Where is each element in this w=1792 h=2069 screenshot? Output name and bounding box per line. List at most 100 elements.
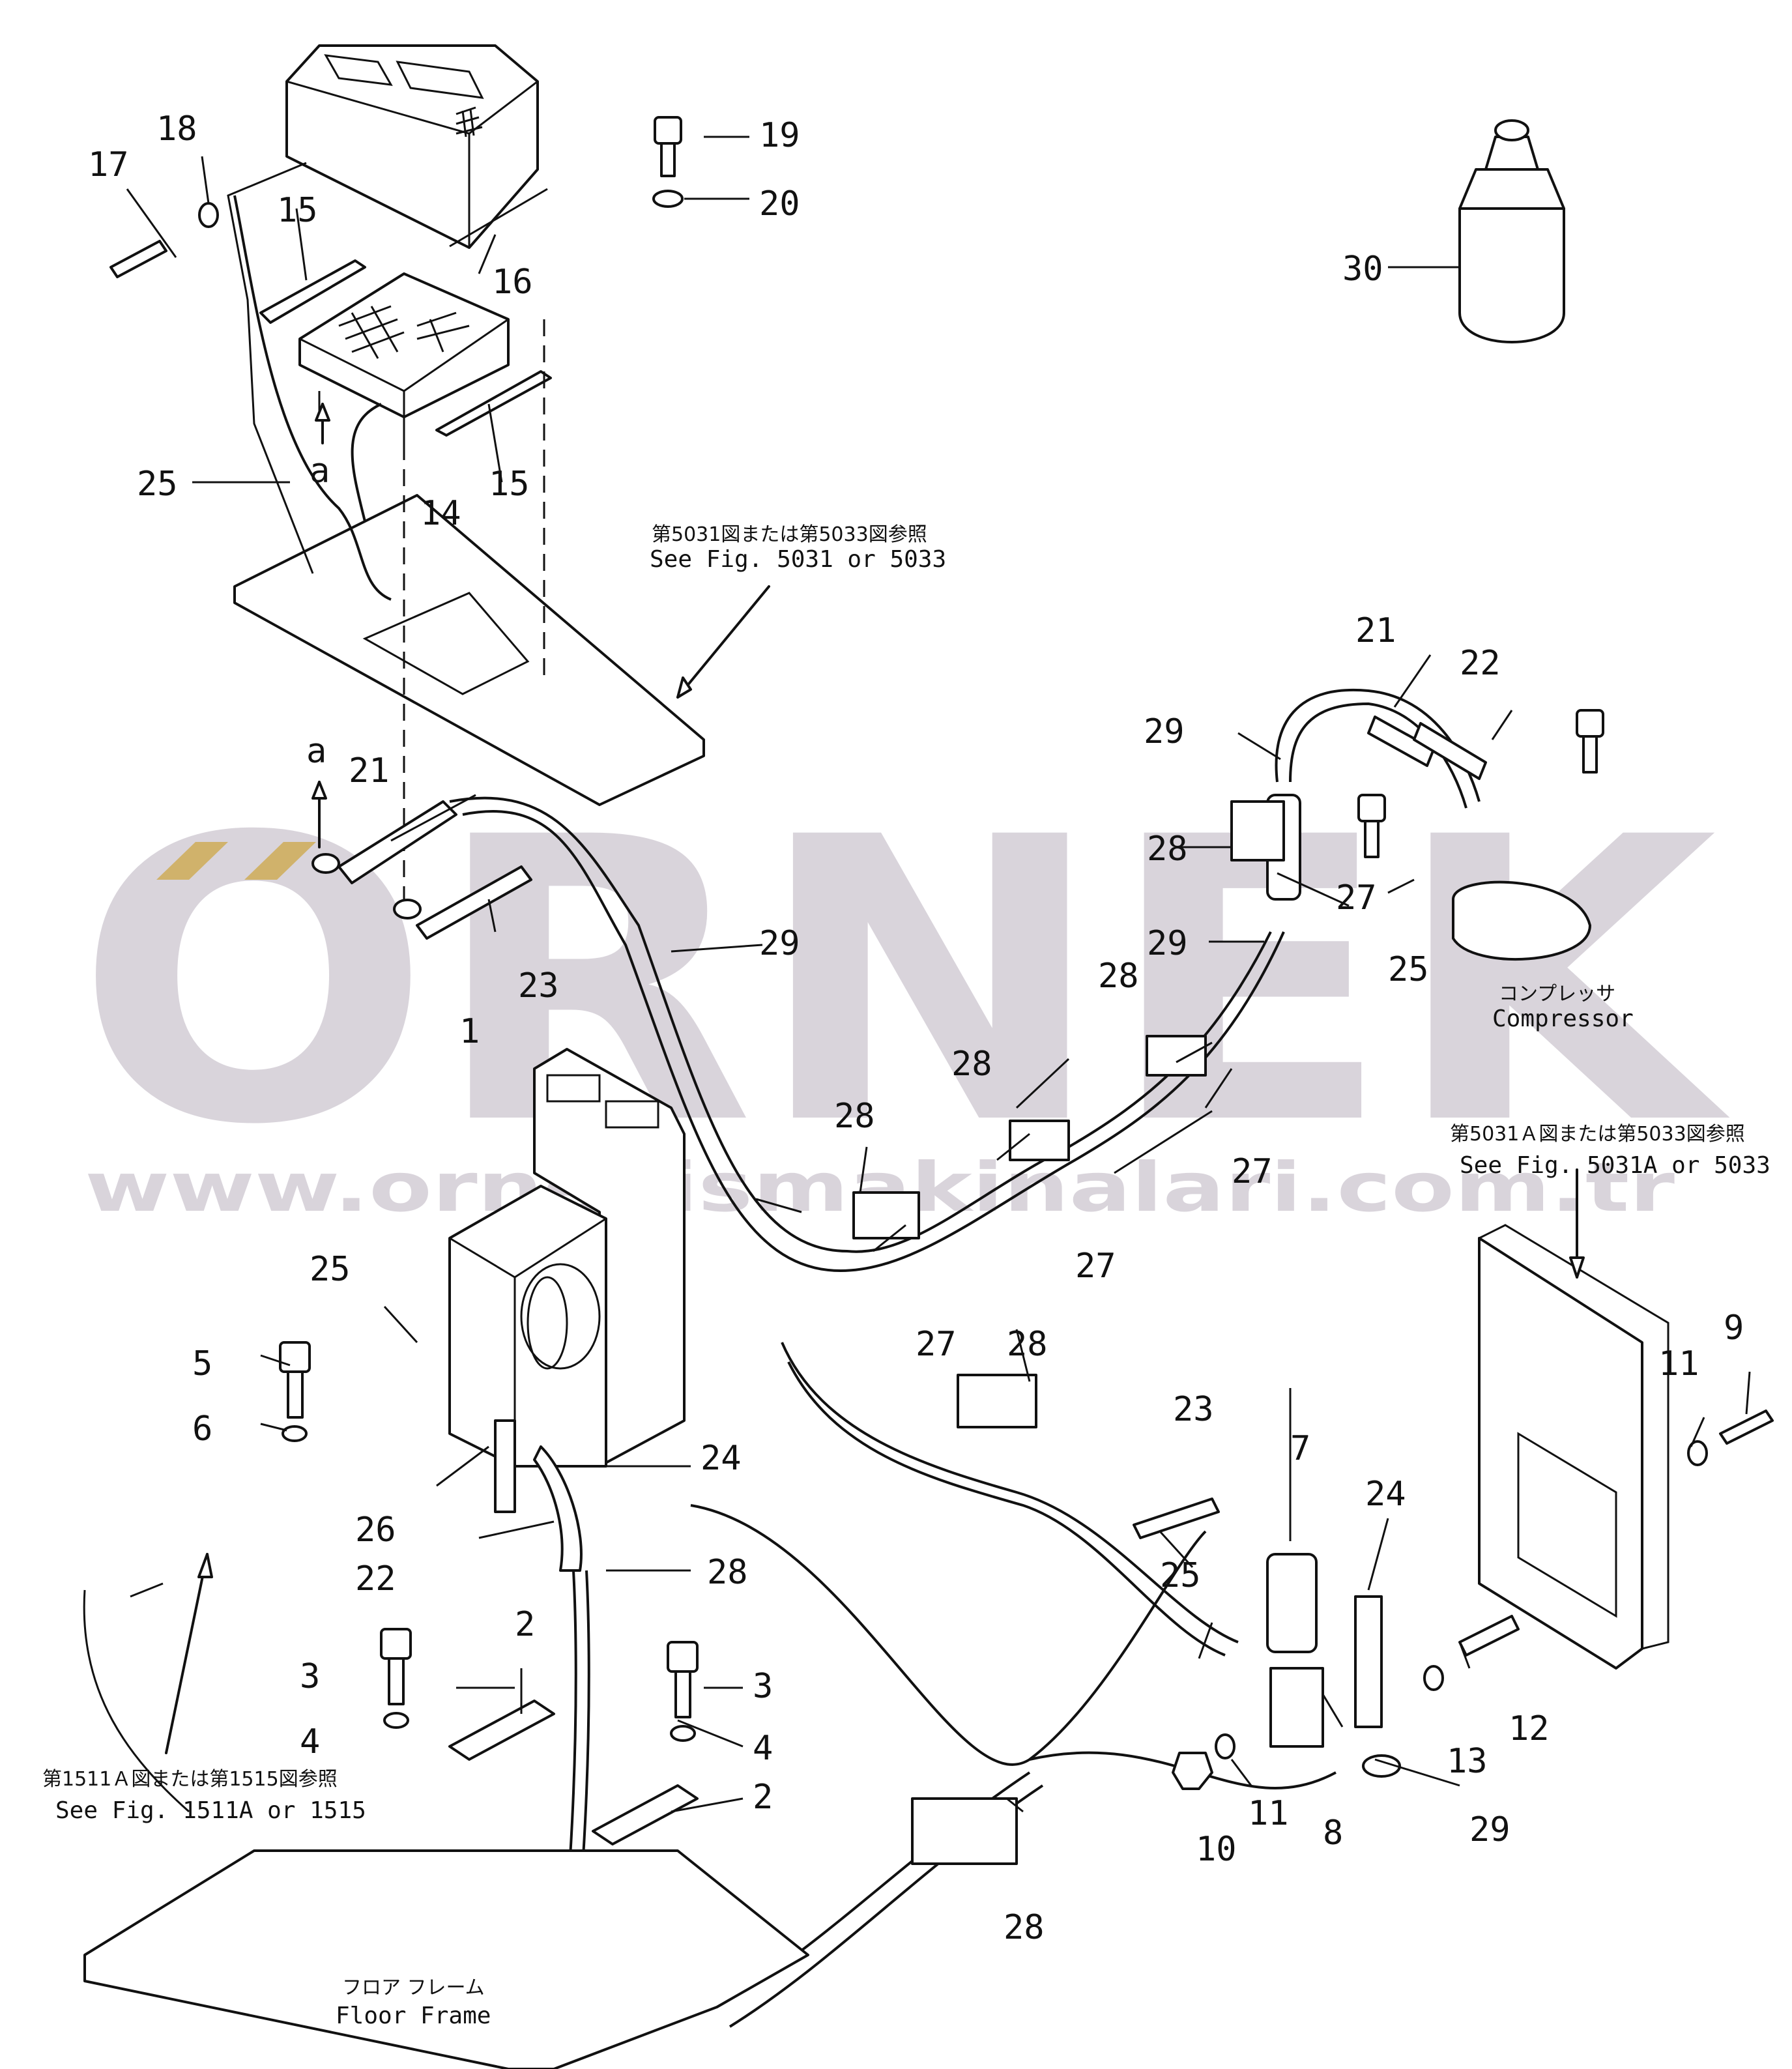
note-floor-frame-en: Floor Frame — [336, 2003, 491, 2029]
seal-15-left — [259, 259, 366, 324]
washer-6 — [282, 1425, 308, 1442]
callout-13: 13 — [1447, 1742, 1488, 1781]
watermark: ORNEK www.ornekismakinalari.com.tr — [75, 755, 1733, 1227]
callout-27: 27 — [1336, 878, 1377, 918]
callout-27: 27 — [1075, 1247, 1116, 1286]
callout-15: 15 — [489, 465, 530, 504]
note-compressor-en: Compressor — [1492, 1006, 1634, 1032]
callouts: 1 2 2 3 3 4 4 5 6 7 8 9 10 11 11 12 13 1… — [88, 109, 1744, 1947]
callout-16: 16 — [492, 263, 533, 302]
bracket-2-right — [592, 1784, 699, 1845]
hose-24-right — [1354, 1595, 1383, 1728]
callout-27: 27 — [916, 1325, 957, 1364]
leader-lines — [126, 136, 1751, 1813]
clamp-29 — [1362, 1754, 1401, 1778]
callout-28: 28 — [1147, 830, 1188, 869]
sleeve-28c — [1146, 1035, 1207, 1077]
callout-22: 22 — [1460, 644, 1501, 683]
callout-10: 10 — [1196, 1830, 1237, 1869]
callout-19: 19 — [759, 116, 800, 155]
bolt-19 — [654, 116, 682, 145]
sleeve-28e — [957, 1374, 1037, 1428]
callout-4: 4 — [300, 1722, 320, 1761]
callout-23: 23 — [518, 966, 559, 1006]
drier-7 — [1266, 1553, 1318, 1653]
callout-25: 25 — [1388, 950, 1429, 989]
callout-26: 26 — [355, 1511, 396, 1550]
ac-unit-1 — [448, 1048, 686, 1572]
callout-29: 29 — [759, 924, 800, 963]
note-floor-frame-jp: フロア フレーム — [342, 1976, 485, 1999]
callout-29: 29 — [1469, 1810, 1510, 1849]
washer-11-lower — [1215, 1733, 1236, 1759]
bolt-5 — [279, 1341, 311, 1373]
sleeve-28f — [911, 1797, 1018, 1865]
callout-14: 14 — [420, 494, 461, 533]
hose-23-right — [1133, 1497, 1220, 1539]
callout-2: 2 — [753, 1778, 773, 1817]
reference-arrows — [165, 403, 1585, 1754]
callout-9: 9 — [1724, 1309, 1744, 1348]
receiver-drier-30 — [1458, 119, 1565, 343]
bracket-2-left — [448, 1700, 555, 1761]
lower-brackets — [83, 1341, 809, 2069]
callout-21: 21 — [349, 751, 390, 790]
callout-20: 20 — [759, 184, 800, 224]
bolt-9 — [1719, 1410, 1774, 1445]
floor-panel — [233, 494, 705, 806]
callout-22: 22 — [355, 1559, 396, 1599]
callout-5: 5 — [192, 1344, 212, 1383]
callout-30: 30 — [1342, 250, 1383, 289]
bracket-plate — [1478, 1237, 1643, 1670]
note-fig5031-jp: 第5031図または第5033図参照 — [652, 523, 927, 546]
hose-22-right — [1413, 722, 1487, 780]
callout-25: 25 — [1160, 1556, 1201, 1595]
note-fig5031a-jp: 第5031Ａ図または第5033図参照 — [1450, 1123, 1745, 1146]
clamp-8 — [1269, 1667, 1324, 1748]
hose-routing — [311, 796, 1337, 2028]
callout-8: 8 — [1323, 1814, 1343, 1853]
callout-18: 18 — [156, 109, 197, 149]
sleeve-28b — [1009, 1120, 1070, 1161]
note-fig5031-en: See Fig. 5031 or 5033 — [650, 546, 946, 573]
washer-20 — [652, 190, 684, 208]
callout-1: 1 — [459, 1012, 480, 1051]
watermark-accent — [156, 842, 228, 880]
note-compressor-jp: コンプレッサ — [1499, 983, 1615, 1006]
callout-29: 29 — [1147, 924, 1188, 963]
bolt-3-left — [380, 1628, 412, 1660]
bolt-12 — [1458, 1615, 1520, 1657]
callout-28: 28 — [834, 1097, 875, 1136]
callout-11: 11 — [1248, 1794, 1289, 1833]
bolt-3-right — [667, 1641, 699, 1673]
upper-assembly — [109, 44, 705, 899]
hose-26 — [494, 1419, 516, 1513]
callout-28: 28 — [951, 1045, 992, 1084]
callout-3: 3 — [300, 1657, 320, 1696]
note-fig5031a-en: See Fig. 5031A or 5033 — [1460, 1152, 1770, 1179]
hose-22-left — [533, 1445, 583, 1572]
nut-10 — [1172, 1752, 1213, 1790]
callout-11: 11 — [1658, 1344, 1699, 1383]
washer-13 — [1423, 1665, 1444, 1691]
callout-23: 23 — [1173, 1390, 1214, 1429]
callout-4: 4 — [753, 1729, 773, 1768]
callout-29: 29 — [1144, 712, 1185, 751]
callout-24: 24 — [1365, 1475, 1406, 1514]
washer-4-left — [383, 1712, 409, 1729]
washer-11-upper — [1687, 1440, 1708, 1466]
callout-2: 2 — [515, 1605, 535, 1644]
callout-3: 3 — [753, 1667, 773, 1706]
sleeve-28a — [852, 1191, 920, 1239]
right-parts — [1172, 1224, 1774, 1790]
note-fig1511-jp: 第1511Ａ図または第1515図参照 — [42, 1768, 338, 1791]
callout-25: 25 — [137, 465, 178, 504]
callout-24: 24 — [701, 1439, 742, 1478]
callout-12: 12 — [1509, 1709, 1550, 1748]
evaporator-14 — [298, 272, 510, 418]
reference-notes: 第5031図または第5033図参照 See Fig. 5031 or 5033 … — [42, 523, 1770, 2029]
callout-6: 6 — [192, 1410, 212, 1449]
callout-15: 15 — [277, 191, 318, 230]
callout-21: 21 — [1355, 611, 1396, 650]
